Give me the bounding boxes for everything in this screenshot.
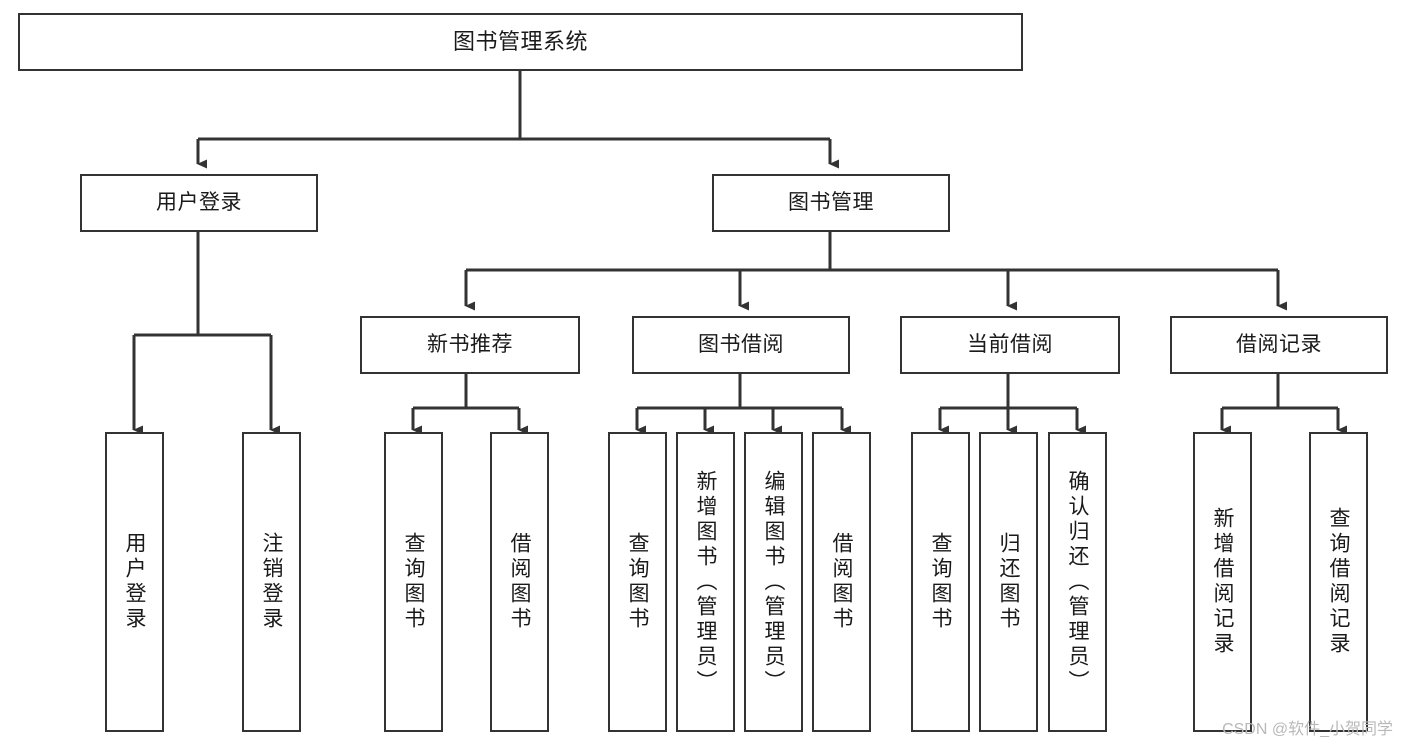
node-label: 新增借阅记录	[1211, 507, 1235, 657]
node-label: 当前借阅	[967, 333, 1053, 357]
node-book-borrow[interactable]: 图书借阅	[632, 316, 850, 374]
node-label: 新增图书（管理员）	[694, 469, 718, 695]
node-label: 借阅记录	[1236, 333, 1322, 357]
node-label: 用户登录	[156, 191, 242, 215]
node-label: 图书管理系统	[452, 29, 588, 55]
node-label: 注销登录	[260, 532, 284, 632]
node-leaf-borrow-book-recommend[interactable]: 借阅图书	[490, 432, 549, 732]
node-leaf-logout-login[interactable]: 注销登录	[242, 432, 301, 732]
node-label: 新书推荐	[427, 333, 513, 357]
node-leaf-borrow-book[interactable]: 借阅图书	[812, 432, 871, 732]
node-leaf-query-book-current[interactable]: 查询图书	[911, 432, 970, 732]
node-label: 查询图书	[626, 532, 650, 632]
node-leaf-return-book[interactable]: 归还图书	[979, 432, 1038, 732]
node-label: 查询图书	[929, 532, 953, 632]
node-label: 查询图书	[402, 532, 426, 632]
node-leaf-add-borrow-record[interactable]: 新增借阅记录	[1193, 432, 1252, 732]
node-label: 归还图书	[997, 532, 1021, 632]
node-leaf-confirm-return[interactable]: 确认归还（管理员）	[1048, 432, 1107, 732]
node-new-book-recommend[interactable]: 新书推荐	[360, 316, 580, 374]
node-current-borrow[interactable]: 当前借阅	[900, 316, 1120, 374]
node-leaf-query-book-borrow[interactable]: 查询图书	[608, 432, 667, 732]
node-user-login[interactable]: 用户登录	[80, 174, 318, 232]
node-label: 借阅图书	[508, 532, 532, 632]
node-label: 图书管理	[788, 191, 874, 215]
node-leaf-edit-book[interactable]: 编辑图书（管理员）	[744, 432, 803, 732]
node-leaf-query-book-recommend[interactable]: 查询图书	[384, 432, 443, 732]
node-root-book-management-system[interactable]: 图书管理系统	[18, 13, 1023, 71]
node-label: 借阅图书	[830, 532, 854, 632]
node-borrow-record[interactable]: 借阅记录	[1170, 316, 1388, 374]
node-label: 查询借阅记录	[1327, 507, 1351, 657]
node-leaf-query-borrow-record[interactable]: 查询借阅记录	[1309, 432, 1368, 732]
node-label: 确认归还（管理员）	[1066, 469, 1090, 695]
node-label: 图书借阅	[698, 333, 784, 357]
node-label: 用户登录	[123, 532, 147, 632]
node-book-manage[interactable]: 图书管理	[712, 174, 950, 232]
node-label: 编辑图书（管理员）	[762, 469, 786, 695]
node-leaf-user-login[interactable]: 用户登录	[105, 432, 164, 732]
node-leaf-add-book[interactable]: 新增图书（管理员）	[676, 432, 735, 732]
